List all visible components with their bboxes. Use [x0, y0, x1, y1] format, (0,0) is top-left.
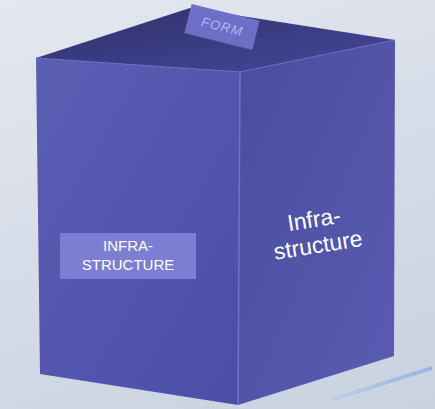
left-face-label: INFRA- STRUCTURE	[60, 233, 196, 279]
floor-line	[330, 366, 432, 401]
cube-right-face	[238, 40, 395, 405]
cube-edge	[36, 58, 240, 72]
cube-left-face	[36, 58, 240, 405]
cube-edge	[240, 40, 395, 72]
face-text: INFRA- STRUCTURE	[68, 237, 188, 275]
right-face-label: Infra- structure	[250, 195, 381, 271]
face-text: Infra- structure	[255, 197, 378, 267]
top-face-label: FORM	[184, 4, 259, 50]
cube-edge	[238, 72, 240, 405]
face-text: FORM	[200, 14, 245, 39]
